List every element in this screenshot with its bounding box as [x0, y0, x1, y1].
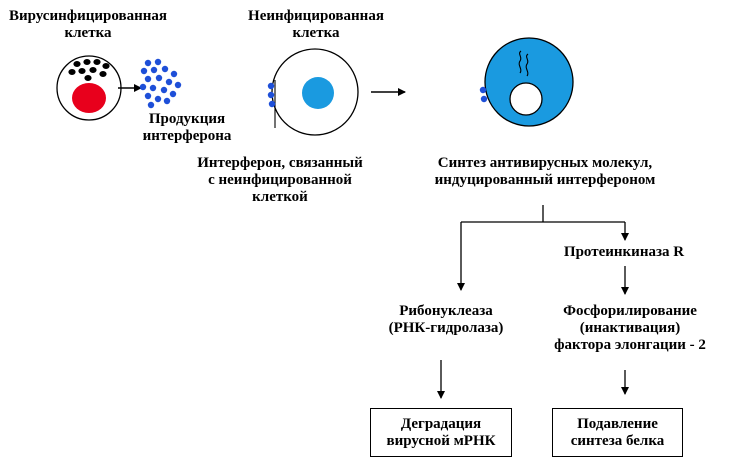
pathway-connectors	[437, 205, 629, 399]
interferon-dot	[154, 58, 162, 66]
bound-interferon	[267, 82, 276, 108]
virus-particle	[73, 61, 81, 67]
suppression-box: Подавление синтеза белка	[552, 408, 683, 457]
infected-nucleus	[72, 83, 106, 113]
activated-cell	[479, 37, 574, 127]
interferon-dot	[480, 95, 488, 103]
uninfected-cell	[267, 48, 359, 136]
interferon-dot	[147, 101, 155, 109]
bound-interferon	[479, 86, 488, 103]
interferon-dot	[268, 100, 276, 108]
virus-particle	[99, 71, 107, 77]
interferon-dot	[267, 91, 275, 99]
interferon-dot	[149, 84, 157, 92]
interferon-dot	[160, 86, 168, 94]
interferon-dot	[144, 59, 152, 67]
degradation-box: Деградация вирусной мРНК	[370, 408, 512, 457]
interferon-dot	[154, 95, 162, 103]
protein-kinase-label: Протеинкиназа R	[563, 244, 685, 260]
virus-particle	[89, 67, 97, 73]
virus-particle	[78, 68, 86, 74]
mrna-strand	[525, 53, 529, 77]
virus-particle	[93, 59, 101, 65]
interferon-dot	[144, 75, 152, 83]
interferon-dot	[163, 97, 171, 105]
ribonuclease-label: Рибонуклеаза (РНК-гидролаза)	[388, 303, 504, 336]
uninfected-nucleus	[302, 77, 334, 109]
interferon-dot	[144, 92, 152, 100]
phosphorylation-label: Фосфорилирование (инактивация) фактора э…	[554, 303, 706, 353]
antiviral-synthesis-label: Синтез антивирусных молекул, индуцирован…	[434, 155, 656, 188]
interferon-dot	[161, 65, 169, 73]
activated-nucleus	[509, 82, 543, 116]
virus-particle	[83, 59, 91, 65]
interferon-dot	[479, 86, 487, 94]
bound-interferon-label: Интерферон, связанный с неинфицированной…	[197, 155, 363, 205]
infected-cell-label: Вирусинфицированная клетка	[8, 8, 168, 41]
virus-particle	[84, 75, 92, 81]
interferon-dot	[174, 81, 182, 89]
interferon-dot	[155, 74, 163, 82]
interferon-dot	[267, 82, 275, 90]
activated-cell-body	[484, 37, 574, 127]
virus-particle	[102, 63, 110, 69]
interferon-production-label: Продукция интерферона	[142, 111, 232, 144]
interferon-dot	[150, 66, 158, 74]
uninfected-cell-label: Неинфицированная клетка	[248, 8, 384, 41]
interferon-cluster	[139, 58, 182, 109]
virus-particle	[68, 69, 76, 75]
interferon-dot	[170, 70, 178, 78]
interferon-dot	[139, 83, 147, 91]
infected-cell	[56, 55, 122, 121]
interferon-dot	[165, 78, 173, 86]
mrna-strand	[518, 50, 522, 74]
interferon-dot	[169, 90, 177, 98]
virus-particles	[68, 59, 110, 81]
interferon-dot	[140, 67, 148, 75]
